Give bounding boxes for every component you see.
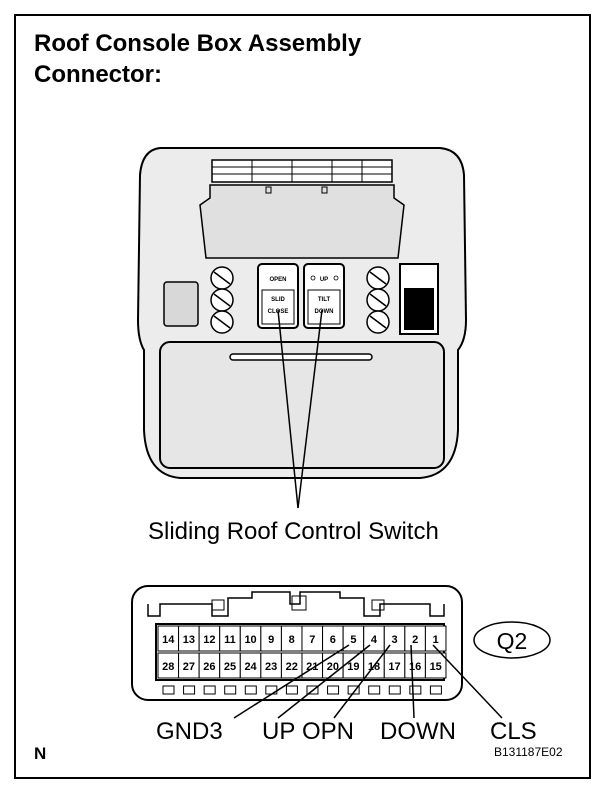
pin-number: 22 [286,661,298,673]
connector-latch [147,591,445,617]
pin-number: 17 [388,661,400,673]
pin-line-gnd3 [233,644,350,719]
pin-number: 6 [330,634,336,646]
pin-number: 14 [162,634,175,646]
connector-tooth [183,685,196,695]
connector-cell [424,652,447,679]
pin-number: 26 [203,661,215,673]
connector-tooth [429,685,442,695]
switch-caption: Sliding Roof Control Switch [148,518,439,545]
left-knobs [210,266,234,334]
right-knobs [366,266,390,334]
tilt-switch-up-text: UP [320,277,328,283]
tilt-switch-down-text: DOWN [315,309,334,315]
pin-number: 23 [265,661,277,673]
title-line-2: Connector: [34,61,162,88]
connector-cell [424,625,447,652]
tilt-switch-tilt-text: TILT [318,297,331,303]
pin-number: 4 [371,634,378,646]
pin-line-opn [333,644,391,719]
pin-line-down [410,644,415,719]
pin-number: 27 [183,661,195,673]
corner-mark: N [34,744,47,763]
slide-switch-slid-text: SLID [271,297,285,303]
slide-switch [257,263,299,329]
pin-number: 25 [224,661,236,673]
connector-tooth [388,685,401,695]
leader-line-left [277,309,299,509]
connector-tooth [162,685,175,695]
pin-number: 10 [244,634,256,646]
pin-number: 2 [412,634,418,646]
leader-line-right [297,309,323,509]
pin-number: 8 [289,634,295,646]
title-line-1: Roof Console Box Assembly [34,30,362,57]
pin-number: 24 [244,661,257,673]
pin-number: 20 [327,661,339,673]
connector-tooth [368,685,381,695]
pin-label-cls: CLS [490,718,537,745]
connector-tooth [409,685,422,695]
vent-grille [211,159,393,183]
pin-label-down: DOWN [380,718,456,745]
pin-number: 28 [162,661,174,673]
connector-tooth [203,685,216,695]
pin-number: 13 [183,634,195,646]
pin-line-up [277,644,371,719]
connector-id-badge [473,621,551,659]
pin-number: 3 [391,634,397,646]
figure-id: B131187E02 [494,745,563,759]
connector-tooth [265,685,278,695]
pin-number: 1 [433,634,439,646]
slide-switch-open-text: OPEN [269,277,286,283]
connector-tooth [244,685,257,695]
lamp-lens [199,184,405,259]
pin-number: 19 [347,661,359,673]
pin-line-cls [432,644,503,719]
connector-tooth [224,685,237,695]
connector-id-text: Q2 [497,628,528,654]
pin-label-gnd3: GND3 [156,718,223,745]
connector-tooth [327,685,340,695]
connector-tooth [285,685,298,695]
pin-number: 9 [268,634,274,646]
diagram-title: Roof Console Box Assembly Connector: [34,28,361,90]
pin-label-up: UP [262,718,296,745]
connector-tooth [347,685,360,695]
pin-number: 12 [203,634,215,646]
diagram-frame [14,14,591,779]
left-panel-button [163,281,199,327]
pin-number: 11 [224,634,236,646]
pin-number: 15 [430,661,442,673]
pin-number: 7 [309,634,315,646]
pin-label-opn: OPN [302,718,355,745]
pin-number: 5 [350,634,356,646]
pin-number: 16 [409,661,421,673]
storage-lid [159,341,445,469]
tilt-switch [303,263,345,329]
